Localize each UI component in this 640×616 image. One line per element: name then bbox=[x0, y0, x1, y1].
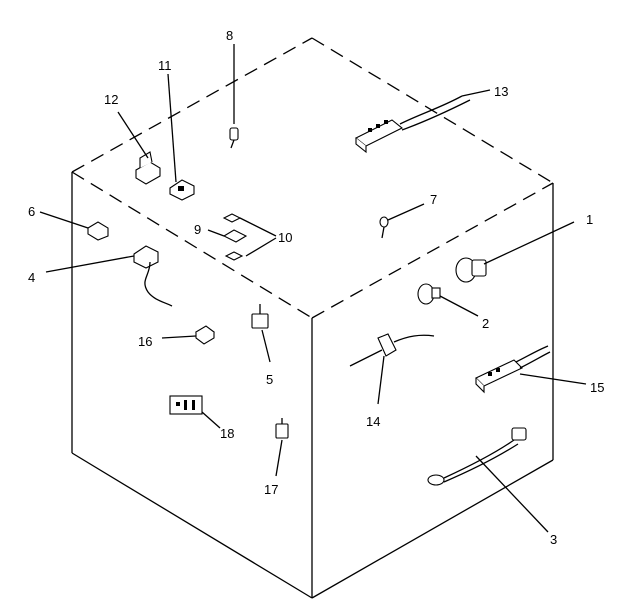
part-labels: 1 2 3 4 5 6 7 8 9 10 11 12 13 14 15 16 1… bbox=[28, 28, 604, 547]
label-13: 13 bbox=[494, 84, 508, 99]
label-4: 4 bbox=[28, 270, 35, 285]
part-14-probe bbox=[349, 333, 435, 405]
label-2: 2 bbox=[482, 316, 489, 331]
label-11: 11 bbox=[158, 58, 172, 73]
part-15-connector bbox=[475, 345, 587, 394]
label-7: 7 bbox=[430, 192, 437, 207]
label-9: 9 bbox=[194, 222, 201, 237]
part-8-plug bbox=[229, 44, 239, 149]
part-6-block bbox=[39, 211, 109, 241]
label-16: 16 bbox=[138, 334, 152, 349]
label-6: 6 bbox=[28, 204, 35, 219]
part-18-terminal-strip bbox=[169, 395, 221, 429]
part-11-clip bbox=[167, 73, 195, 201]
label-14: 14 bbox=[366, 414, 380, 429]
label-5: 5 bbox=[266, 372, 273, 387]
part-4-switch bbox=[45, 245, 173, 307]
part-7-screw bbox=[379, 203, 425, 239]
label-18: 18 bbox=[220, 426, 234, 441]
part-12-bracket bbox=[117, 111, 161, 185]
part-13-terminal-block bbox=[354, 89, 491, 154]
part-1-socket bbox=[455, 221, 575, 283]
label-3: 3 bbox=[550, 532, 557, 547]
label-17: 17 bbox=[264, 482, 278, 497]
label-10: 10 bbox=[278, 230, 292, 245]
part-17-block bbox=[275, 418, 289, 477]
label-12: 12 bbox=[104, 92, 118, 107]
label-15: 15 bbox=[590, 380, 604, 395]
part-2-bulb bbox=[417, 283, 479, 317]
label-8: 8 bbox=[226, 28, 233, 43]
label-1: 1 bbox=[586, 212, 593, 227]
part-9-10-pads bbox=[207, 213, 277, 261]
part-5-switch bbox=[251, 304, 271, 363]
part-3-harness bbox=[427, 427, 549, 533]
cabinet-outline bbox=[71, 37, 554, 599]
part-16-component bbox=[161, 325, 215, 345]
